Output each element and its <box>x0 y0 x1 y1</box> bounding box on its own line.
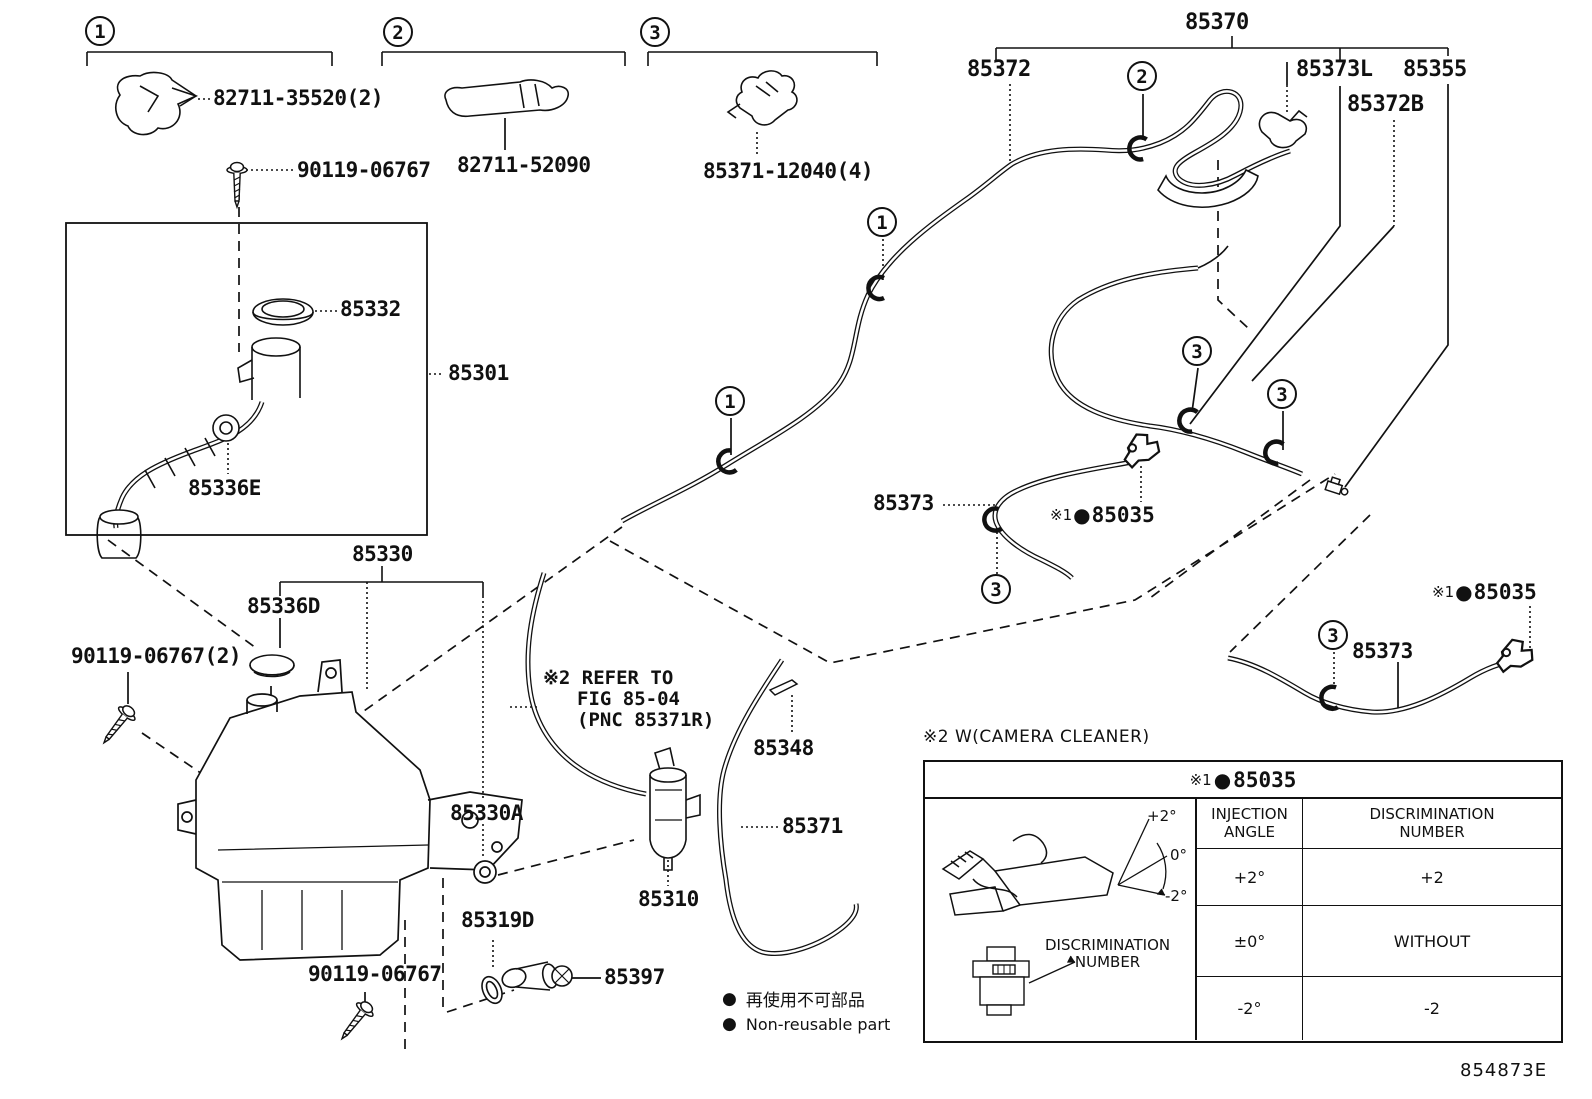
callout-3-clip-b: 3 <box>1182 336 1212 366</box>
non-reusable-bullet-icon: ● <box>1455 580 1473 604</box>
discrimination-number-pointer-label: DISCRIMINATION NUMBER <box>1045 936 1171 971</box>
nozzle-82711-52090-drawing <box>444 79 570 118</box>
legend-item-ja: ● 再使用不可部品 <box>722 988 865 1012</box>
part-label-85332: 85332 <box>340 297 401 321</box>
washer-tank-85315-drawing <box>177 659 523 961</box>
part-label-85310: 85310 <box>638 887 699 911</box>
nozzle-angle-illustration: +2° 0° -2° DISCRIMINATION NUMBER <box>925 799 1197 1040</box>
callout-1-hose: 1 <box>867 207 897 237</box>
callout-1-hose2: 1 <box>715 386 745 416</box>
note-85035-mid: ※1●85035 <box>1050 503 1155 527</box>
part-label-85373-bottom: 85373 <box>1352 639 1413 663</box>
part-label-90119-06767-bottom: 90119-06767 <box>308 962 442 986</box>
part-label-85330A: 85330A <box>450 801 523 825</box>
table-cell-number-row3: -2 <box>1424 999 1440 1018</box>
part-label-85330: 85330 <box>352 542 413 566</box>
dotted-leaders <box>198 84 1531 970</box>
part-label-82711-52090: 82711-52090 <box>457 153 591 177</box>
fan-angle-minus2: -2° <box>1165 887 1188 905</box>
part-label-85370: 85370 <box>1185 10 1249 35</box>
callout-3-clip-d: 3 <box>1318 620 1348 650</box>
table-cell-number-row1: +2 <box>1303 849 1561 906</box>
sensor-85397-drawing <box>481 961 573 1005</box>
ref-mark-1: ※1 <box>1050 506 1073 524</box>
part-label-85319D: 85319D <box>461 908 534 932</box>
part-label-90119-06767-2: 90119-06767(2) <box>71 644 242 668</box>
inlet-85301-drawing <box>96 298 314 559</box>
part-label-85371-12040: 85371-12040(4) <box>703 159 874 183</box>
part-label-85397: 85397 <box>604 965 665 989</box>
refer-note: ※2 REFER TO FIG 85-04 (PNC 85371R) <box>543 667 715 731</box>
part-label-85355: 85355 <box>1403 57 1467 82</box>
part-label-85336D: 85336D <box>247 594 320 618</box>
clip-82711-35520-drawing <box>115 71 198 136</box>
hose-bracket-drawings <box>1157 109 1308 269</box>
col-header-injection-angle: INJECTION ANGLE <box>1197 799 1303 849</box>
legend: ● 再使用不可部品 ● Non-reusable part <box>722 986 890 1037</box>
ref-mark-1: ※1 <box>1432 583 1455 601</box>
callout-3-clip-a: 3 <box>981 574 1011 604</box>
solid-leaders <box>127 62 1449 1006</box>
hose-clips <box>716 136 1338 710</box>
nozzle-angle-art <box>941 818 1168 1016</box>
joint-connector-drawing <box>1324 476 1349 496</box>
nozzle-85371-12040-drawing <box>726 70 798 126</box>
fan-angle-plus2: +2° <box>1147 807 1177 825</box>
non-reusable-bullet-icon: ● <box>1213 767 1232 792</box>
part-label-85372: 85372 <box>967 57 1031 82</box>
part-label-85301: 85301 <box>448 361 509 385</box>
note-85035-bottom: ※1●85035 <box>1432 580 1537 604</box>
part-label-85372B: 85372B <box>1347 92 1424 117</box>
table-title: ※1 ● 85035 <box>925 762 1561 799</box>
col-header-discrimination-number: DISCRIMINATION NUMBER <box>1303 799 1561 849</box>
callout-2: 2 <box>383 17 413 47</box>
diagram-number: 854873E <box>1460 1060 1548 1081</box>
callout-3-clip-c: 3 <box>1267 379 1297 409</box>
table-cell-angle-row1: +2° <box>1197 849 1303 906</box>
non-reusable-bullet-icon: ● <box>1073 503 1091 527</box>
non-reusable-bullet-icon: ● <box>722 988 737 1009</box>
callout-3: 3 <box>640 17 670 47</box>
non-reusable-bullet-icon: ● <box>722 1014 737 1034</box>
joint-85348-drawing <box>768 679 799 696</box>
camera-cleaner-note: ※2 W(CAMERA CLEANER) <box>923 727 1150 747</box>
cap-85336D-drawing <box>249 654 295 678</box>
table-cell-angle-row2: ±0° <box>1197 906 1303 977</box>
table-cell-number-row2: WITHOUT <box>1303 906 1561 977</box>
fan-angle-zero: 0° <box>1170 846 1188 864</box>
part-label-90119-06767-top: 90119-06767 <box>297 158 431 182</box>
inlet-subassembly-box <box>65 222 428 536</box>
section-brackets <box>86 36 1449 596</box>
callout-1: 1 <box>85 16 115 46</box>
table-cell-angle-row3: -2° <box>1197 977 1303 1040</box>
part-label-85336E: 85336E <box>188 476 261 500</box>
legend-item-en: ● Non-reusable part <box>722 1014 891 1034</box>
part-label-85373-mid: 85373 <box>873 491 934 515</box>
callout-2-hose: 2 <box>1127 61 1157 91</box>
spec-grid: INJECTION ANGLE DISCRIMINATION NUMBER +2… <box>1197 799 1561 1040</box>
part-label-85373L: 85373L <box>1296 57 1373 82</box>
part-label-85348: 85348 <box>753 736 814 760</box>
injection-angle-table: ※1 ● 85035 <box>923 760 1563 1043</box>
part-label-85371: 85371 <box>782 814 843 838</box>
part-label-82711-35520: 82711-35520(2) <box>213 86 384 110</box>
pump-85310-drawing <box>649 746 701 871</box>
